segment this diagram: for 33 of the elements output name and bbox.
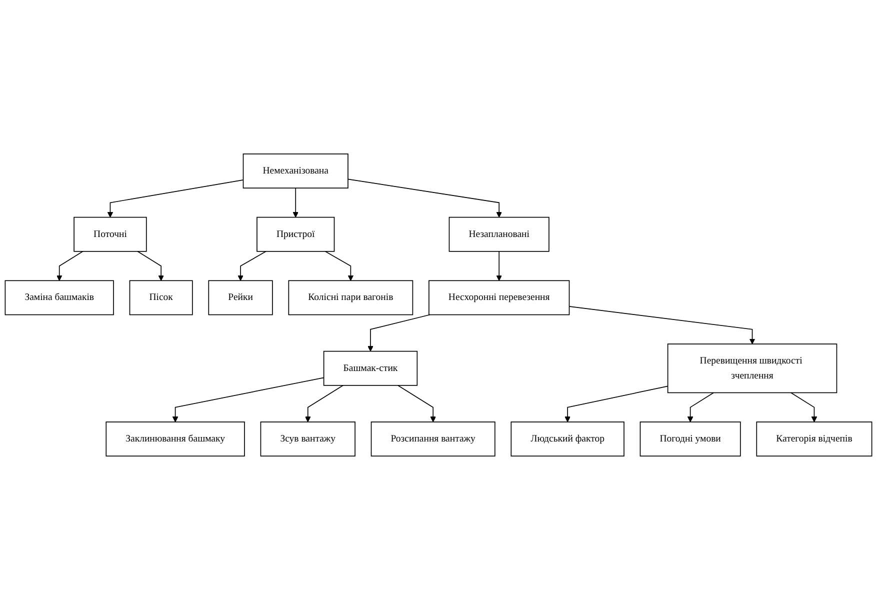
node-box: Башмак-стик bbox=[323, 350, 418, 386]
arrow bbox=[687, 392, 714, 422]
node-box: Розсипання вантажу bbox=[370, 422, 496, 456]
arrow bbox=[397, 384, 436, 422]
arrow bbox=[238, 250, 266, 281]
arrow bbox=[324, 250, 354, 281]
arrow bbox=[790, 392, 818, 422]
node-box: Заміна башмаків bbox=[4, 280, 114, 316]
arrow bbox=[137, 250, 164, 281]
arrow bbox=[305, 384, 344, 422]
arrow bbox=[368, 314, 430, 352]
arrow bbox=[172, 377, 324, 422]
node-box: Погодні умови bbox=[640, 422, 741, 456]
node-box: Незаплановані bbox=[448, 216, 550, 252]
node-box: Людський фактор bbox=[510, 422, 624, 456]
node-box: Категорія відчепів bbox=[756, 422, 872, 456]
arrow bbox=[568, 306, 756, 344]
node-box: Немеханізована bbox=[242, 154, 348, 188]
node-box: Заклинювання башмаку bbox=[106, 422, 245, 456]
node-box: Поточні bbox=[74, 216, 147, 252]
node-box: Рейки bbox=[208, 280, 273, 316]
arrow bbox=[107, 180, 244, 218]
node-box: Несхоронні перевезення bbox=[428, 280, 570, 316]
node-box: Перевищення швидкості зчеплення bbox=[667, 344, 838, 394]
node-box: Пристрої bbox=[256, 216, 335, 252]
arrow bbox=[348, 178, 502, 218]
arrow bbox=[496, 250, 502, 281]
node-box: Зсув вантажу bbox=[260, 422, 356, 456]
arrow bbox=[56, 250, 84, 281]
arrow bbox=[564, 386, 668, 422]
node-box: Колісні пари вагонів bbox=[288, 280, 414, 316]
node-box: Пісок bbox=[129, 280, 193, 316]
arrow bbox=[292, 188, 298, 218]
